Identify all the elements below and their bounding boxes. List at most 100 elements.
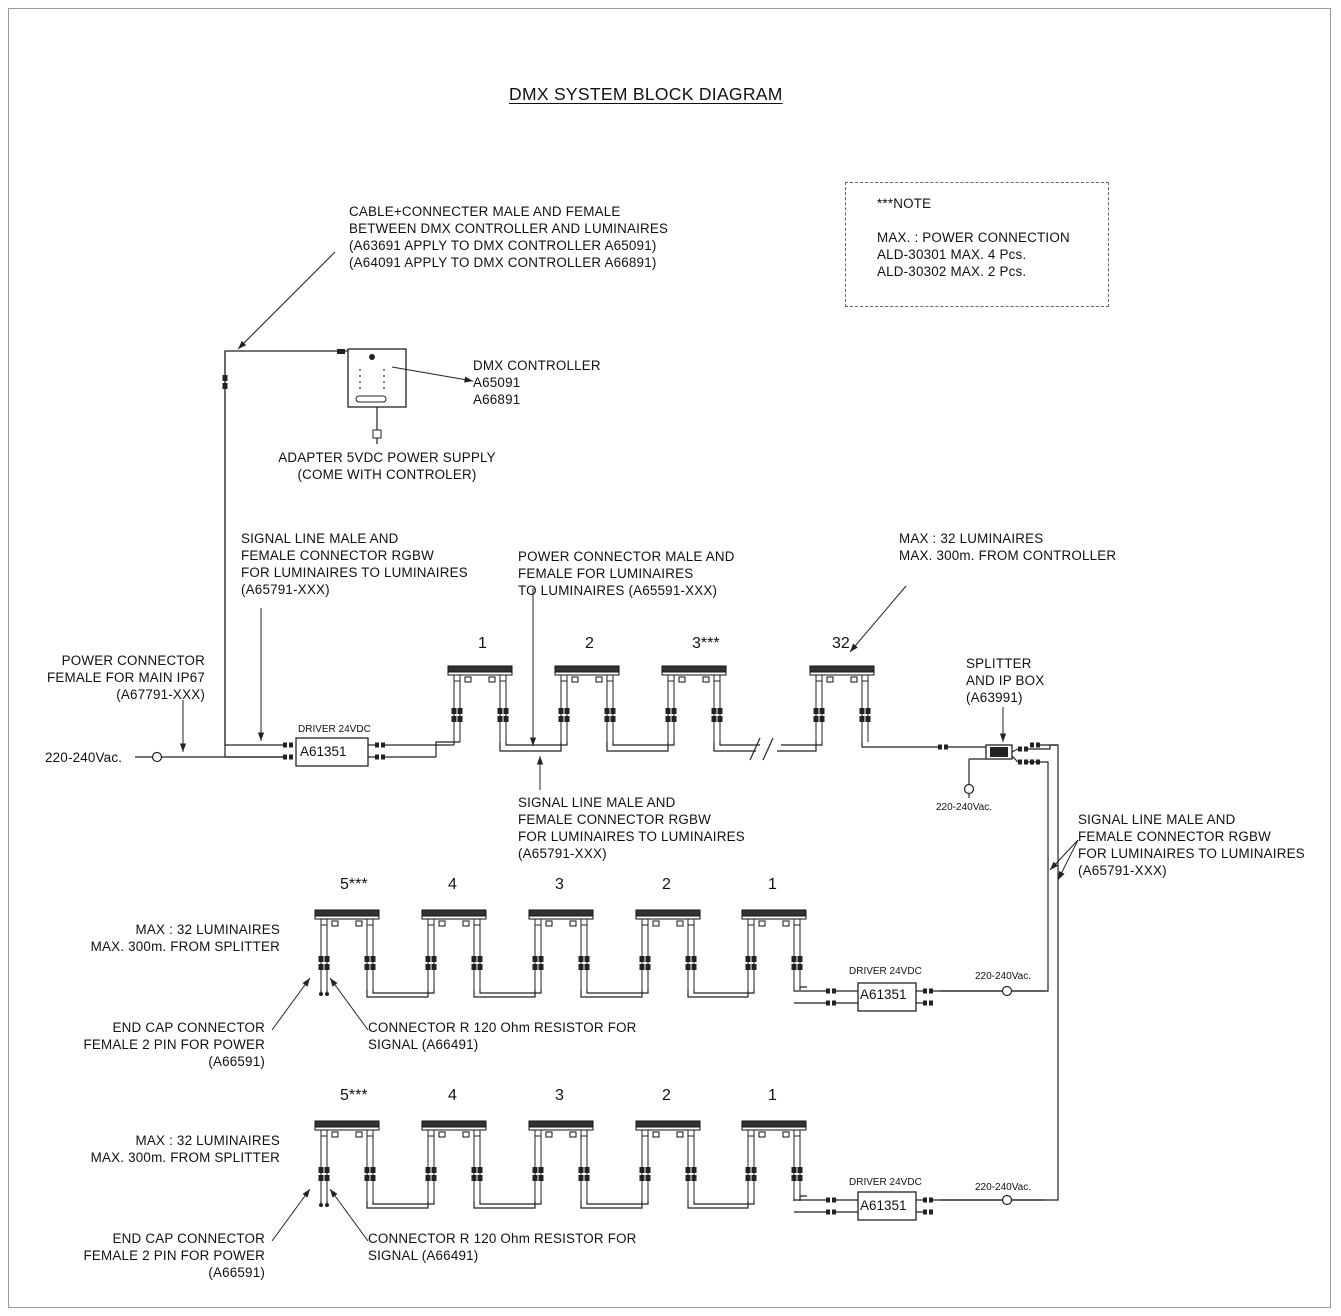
adapter-label: ADAPTER 5VDC POWER SUPPLY (COME WITH CON…: [272, 449, 502, 483]
luminaire-body: [314, 1126, 380, 1131]
connector-icon: [538, 956, 544, 962]
connector-icon: [364, 964, 370, 970]
connector-icon: [222, 375, 228, 381]
mains-voltage-label: 220-240Vac.: [45, 750, 123, 765]
arrowhead-icon: [1050, 861, 1059, 870]
wire: [793, 990, 826, 992]
connector-icon: [532, 956, 538, 962]
luminaire-number: 2: [662, 876, 671, 893]
connector-icon: [425, 964, 431, 970]
connector-icon: [1036, 759, 1040, 765]
note-heading: ***NOTE: [877, 196, 932, 211]
connector-icon: [639, 1175, 645, 1181]
luminaire-terminal: [652, 1131, 660, 1138]
connector-icon: [791, 1175, 797, 1181]
connector-icon: [497, 716, 503, 722]
break-symbol-icon: [749, 737, 761, 761]
arrowhead-icon: [850, 643, 858, 652]
splitter-box-icon: [990, 747, 1008, 757]
resistor-label-line: CONNECTOR R 120 Ohm RESISTOR FOR: [368, 1231, 637, 1246]
controller-label-line: DMX CONTROLLER: [473, 358, 601, 373]
wire: [1011, 748, 1019, 753]
max-splitter-label: MAX : 32 LUMINAIRES MAX. 300m. FROM SPLI…: [40, 1132, 280, 1166]
arrowhead-icon: [257, 732, 265, 741]
end-cap-label-line: END CAP CONNECTOR: [112, 1231, 265, 1246]
connector-icon: [865, 708, 871, 714]
luminaire-terminal: [462, 920, 470, 927]
connector-icon: [370, 1167, 376, 1173]
wire: [861, 742, 938, 748]
connector-icon: [923, 988, 927, 994]
signal-label-line: SIGNAL LINE MALE AND: [1078, 812, 1236, 827]
connector-icon: [584, 964, 590, 970]
luminaire-terminal: [355, 920, 363, 927]
wire: [499, 742, 562, 752]
driver-label: DRIVER 24VDC: [298, 724, 371, 735]
connector-icon: [324, 1167, 330, 1173]
connector-icon: [745, 956, 751, 962]
connector-icon: [1030, 742, 1034, 748]
end-cap-leader: [271, 1188, 311, 1242]
connector-icon: [711, 708, 717, 714]
connector-icon: [938, 744, 942, 750]
wire: [586, 990, 649, 994]
signal-label-line: FEMALE CONNECTOR RGBW: [1078, 829, 1271, 844]
connector-icon: [578, 964, 584, 970]
connector-icon: [832, 1000, 836, 1006]
signal-label-line: (A65791-XXX): [518, 846, 607, 861]
connector-icon: [457, 708, 463, 714]
end-cap-icon: [319, 992, 323, 996]
note-line: MAX. : POWER CONNECTION: [877, 230, 1070, 245]
luminaire-icon: [528, 1120, 594, 1128]
luminaire-body: [528, 915, 594, 920]
luminaire-terminal: [355, 1131, 363, 1138]
connector-icon: [929, 1209, 933, 1215]
luminaire-terminal: [545, 920, 553, 927]
connector-icon: [471, 956, 477, 962]
signal-line-label-top: SIGNAL LINE MALE AND FEMALE CONNECTOR RG…: [241, 530, 468, 598]
connector-icon: [370, 1175, 376, 1181]
connector-icon: [477, 956, 483, 962]
connector-icon: [691, 964, 697, 970]
end-cap-icon: [319, 1203, 323, 1207]
driver-box-icon: [857, 1191, 917, 1221]
wire: [719, 742, 760, 746]
luminaire-body: [635, 1126, 701, 1131]
connector-icon: [497, 708, 503, 714]
max-label-line: MAX : 32 LUMINAIRES: [135, 1133, 280, 1148]
luminaire-terminal: [462, 1131, 470, 1138]
connector-icon: [671, 708, 677, 714]
connector-icon: [671, 716, 677, 722]
connector-icon: [859, 708, 865, 714]
note-line: ALD-30302 MAX. 2 Pcs.: [877, 264, 1027, 279]
controller-leader: [391, 366, 474, 382]
mains-terminal-icon: [1001, 1194, 1013, 1206]
connector-icon: [639, 964, 645, 970]
luminaire-body: [421, 1126, 487, 1131]
driver-code: A61351: [860, 987, 907, 1002]
end-cap-leader: [271, 977, 311, 1031]
max-label-line: MAX. 300m. FROM SPLITTER: [90, 939, 280, 954]
connector-icon: [1024, 759, 1028, 765]
end-cap-icon: [325, 992, 329, 996]
luminaire-terminal: [438, 920, 446, 927]
cable-label-line: (A63691 APPLY TO DMX CONTROLLER A65091): [349, 238, 657, 253]
connector-icon: [538, 964, 544, 970]
wire: [505, 742, 568, 746]
connector-icon: [826, 1209, 830, 1215]
wire: [777, 742, 817, 752]
connector-icon: [745, 1167, 751, 1173]
luminaire-number: 4: [448, 876, 457, 893]
luminaire-number: 32: [832, 635, 850, 652]
mains-voltage-small: 220-240Vac.: [975, 1182, 1031, 1193]
connector-icon: [859, 716, 865, 722]
luminaire-icon: [314, 1120, 380, 1128]
connector-icon: [797, 1175, 803, 1181]
dmx-controller-label: DMX CONTROLLER A65091 A66891: [473, 357, 601, 408]
connector-icon: [503, 716, 509, 722]
splitter-label: SPLITTER AND IP BOX (A63991): [966, 655, 1044, 706]
connector-icon: [832, 1197, 836, 1203]
wire: [693, 1201, 755, 1205]
power-connector-label-line: POWER CONNECTOR MALE AND: [518, 549, 735, 564]
splitter-label-line: (A63991): [966, 690, 1023, 705]
